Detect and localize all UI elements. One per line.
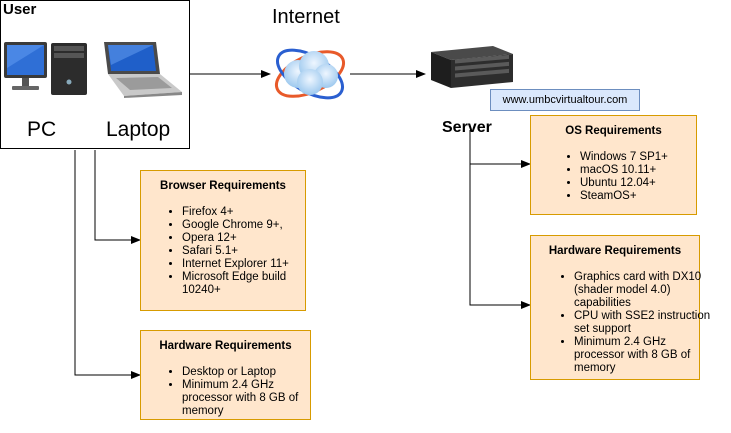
list-item: Windows 7 SP1+ — [580, 151, 705, 164]
device-label-pc: PC — [27, 118, 57, 141]
server-icon — [431, 46, 513, 88]
list-item: Graphics card with DX10 (shader model 4.… — [574, 271, 711, 310]
server-url-label: www.umbcvirtualtour.com — [490, 89, 640, 111]
laptop-icon — [104, 42, 182, 98]
os-requirements-list: Windows 7 SP1+ macOS 10.11+ Ubuntu 12.04… — [564, 151, 705, 203]
arrow-server-to-hardware-requirements — [469, 164, 531, 309]
os-requirements-title: OS Requirements — [565, 125, 662, 137]
server-hardware-requirements-list: Graphics card with DX10 (shader model 4.… — [558, 271, 711, 375]
client-hardware-requirements-box: Hardware Requirements Desktop or Laptop … — [140, 330, 311, 420]
list-item: Ubuntu 12.04+ — [580, 177, 705, 190]
user-title: User — [3, 1, 37, 18]
browser-requirements-box: Browser Requirements Firefox 4+ Google C… — [140, 170, 306, 311]
arrow-laptop-to-browser-requirements — [94, 150, 141, 244]
list-item: Internet Explorer 11+ — [182, 258, 312, 271]
list-item: Firefox 4+ — [182, 206, 312, 219]
client-hardware-requirements-title: Hardware Requirements — [159, 340, 292, 352]
list-item: SteamOS+ — [580, 190, 705, 203]
desktop-pc-icon — [4, 42, 87, 95]
cloud-globe-icon — [274, 48, 346, 100]
os-requirements-box: OS Requirements Windows 7 SP1+ macOS 10.… — [530, 115, 697, 215]
list-item: Minimum 2.4 GHz processor with 8 GB of m… — [574, 336, 711, 375]
browser-requirements-title: Browser Requirements — [160, 180, 286, 192]
list-item: Microsoft Edge build 10240+ — [182, 271, 312, 297]
list-item: CPU with SSE2 instruction set support — [574, 310, 711, 336]
internet-title: Internet — [272, 6, 340, 28]
device-label-laptop: Laptop — [106, 118, 171, 141]
list-item: Google Chrome 9+, — [182, 219, 312, 232]
list-item: macOS 10.11+ — [580, 164, 705, 177]
list-item: Safari 5.1+ — [182, 245, 312, 258]
server-hardware-requirements-box: Hardware Requirements Graphics card with… — [530, 235, 710, 380]
client-hardware-requirements-list: Desktop or Laptop Minimum 2.4 GHz proces… — [166, 366, 314, 418]
arrow-pc-to-hardware-requirements — [74, 150, 141, 379]
server-title: Server — [442, 119, 492, 136]
list-item: Minimum 2.4 GHz processor with 8 GB of m… — [182, 379, 314, 418]
browser-requirements-list: Firefox 4+ Google Chrome 9+, Opera 12+ S… — [166, 206, 312, 297]
list-item: Desktop or Laptop — [182, 366, 314, 379]
server-hardware-requirements-title: Hardware Requirements — [548, 245, 682, 257]
list-item: Opera 12+ — [182, 232, 312, 245]
